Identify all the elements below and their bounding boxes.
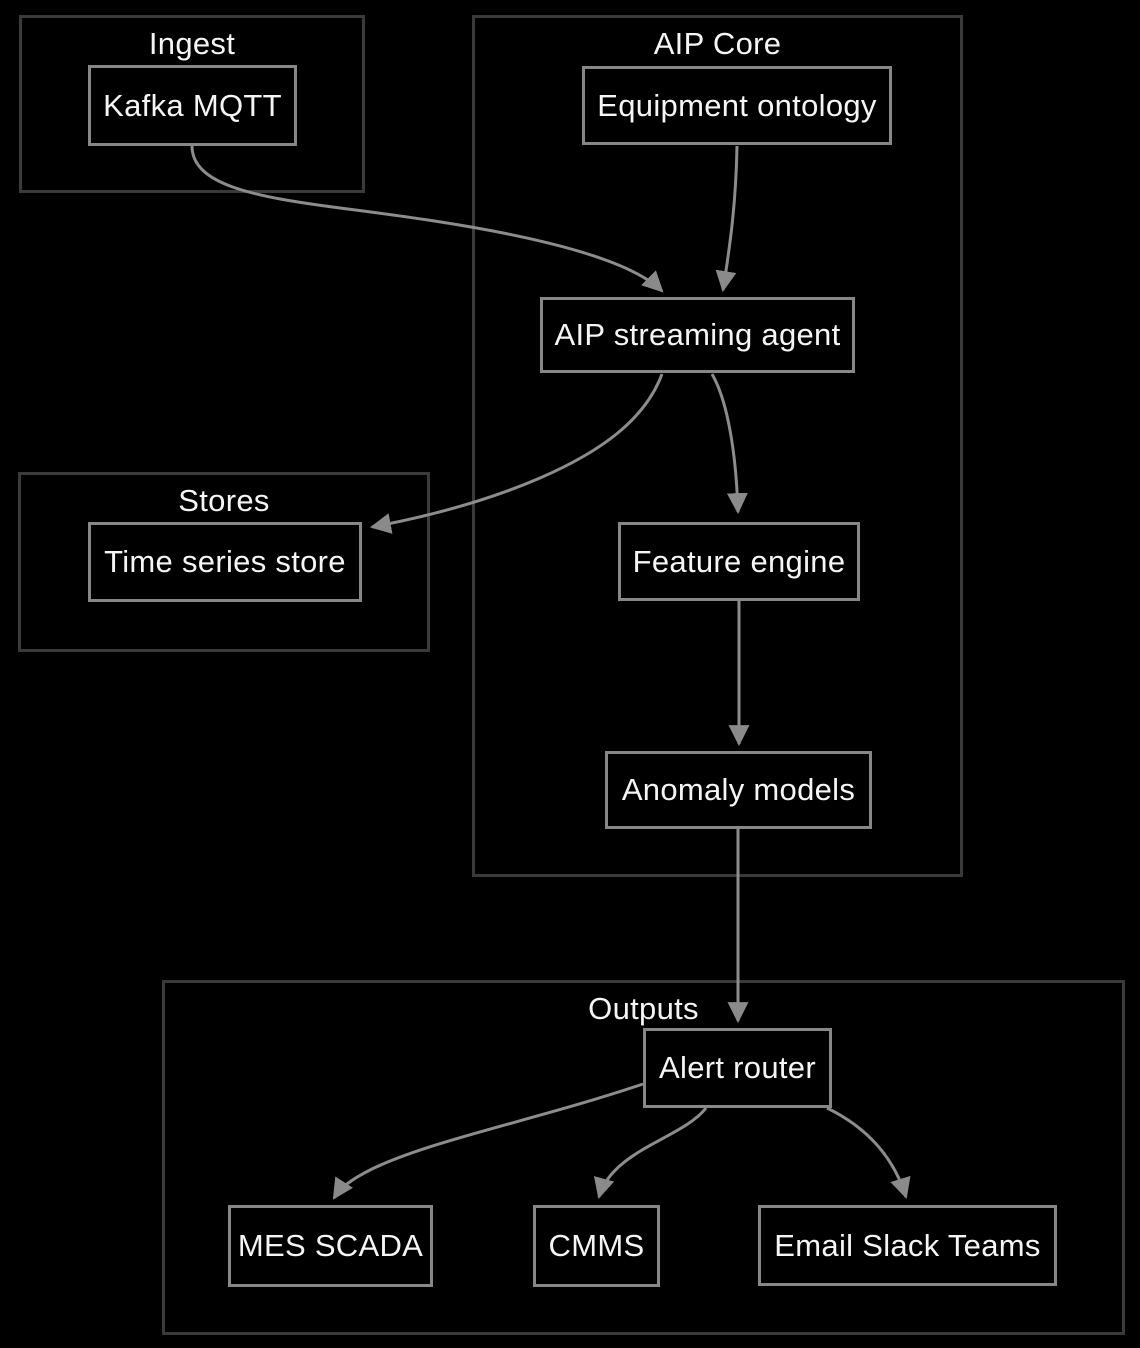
node-anomaly-models: Anomaly models — [605, 751, 872, 829]
node-kafka-mqtt-label: Kafka MQTT — [103, 87, 282, 123]
node-feature-engine-label: Feature engine — [632, 543, 846, 579]
node-time-series-store: Time series store — [88, 522, 362, 602]
node-equipment-ontology: Equipment ontology — [582, 66, 892, 145]
cluster-stores: Stores — [18, 472, 430, 652]
node-mes-scada: MES SCADA — [228, 1205, 433, 1287]
node-cmms-label: CMMS — [548, 1228, 645, 1263]
node-alert-router: Alert router — [643, 1028, 832, 1108]
node-cmms: CMMS — [533, 1205, 660, 1287]
node-aip-streaming-agent: AIP streaming agent — [540, 297, 855, 373]
node-feature-engine: Feature engine — [618, 522, 860, 601]
node-kafka-mqtt: Kafka MQTT — [88, 65, 297, 146]
node-mes-scada-label: MES SCADA — [237, 1228, 424, 1263]
node-time-series-store-label: Time series store — [104, 544, 346, 579]
node-anomaly-models-label: Anomaly models — [621, 772, 856, 807]
cluster-aip-core-title: AIP Core — [653, 26, 782, 61]
node-email-slack-teams: Email Slack Teams — [758, 1205, 1057, 1286]
cluster-outputs: Outputs — [162, 980, 1125, 1335]
cluster-ingest-title: Ingest — [148, 26, 236, 61]
node-aip-streaming-agent-label: AIP streaming agent — [554, 317, 841, 352]
node-email-slack-teams-label: Email Slack Teams — [774, 1227, 1041, 1263]
cluster-outputs-title: Outputs — [588, 991, 699, 1026]
cluster-stores-title: Stores — [178, 483, 270, 518]
node-equipment-ontology-label: Equipment ontology — [597, 87, 877, 123]
node-alert-router-label: Alert router — [659, 1050, 816, 1085]
